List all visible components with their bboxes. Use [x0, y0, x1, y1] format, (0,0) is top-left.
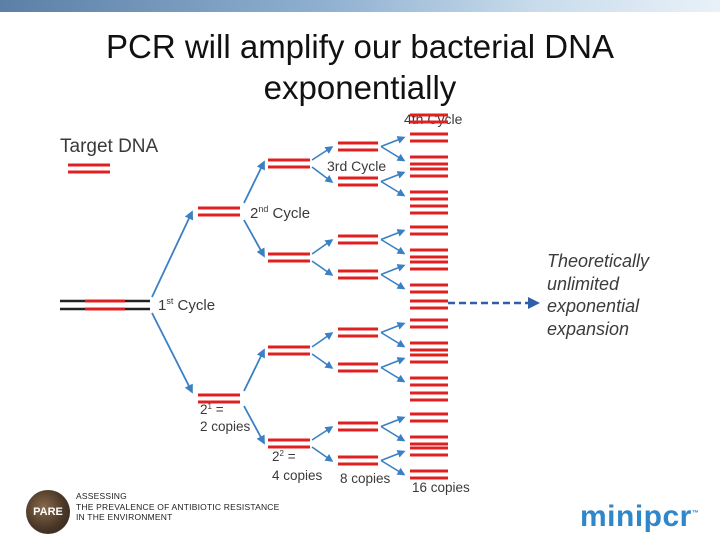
cycle-4-strand-pair	[410, 341, 448, 352]
target-dna-strands	[68, 163, 110, 174]
cycle-4-strand-pair	[410, 299, 448, 310]
copies-2-label: 2 copies	[200, 419, 251, 434]
minipcr-logo: minipcr™	[580, 500, 699, 534]
pare-tagline: ASSESSING THE PREVALENCE OF ANTIBIOTIC R…	[76, 491, 280, 523]
cycle-3-strand-pair	[338, 141, 378, 152]
cycle-4-arrow	[380, 459, 406, 476]
cycle-4-arrow	[380, 273, 406, 290]
minipcr-trademark: ™	[691, 510, 700, 517]
cycle-2-arrows	[243, 160, 265, 445]
copies-4-formula: 22 =	[272, 449, 296, 464]
cycle-4-strand-pair	[410, 469, 448, 480]
cycle-3-strand-pair	[338, 421, 378, 432]
pare-tagline-line-2: THE PREVALENCE OF ANTIBIOTIC RESISTANCE	[76, 501, 280, 512]
cycle-4-strand-pair	[410, 167, 448, 178]
cycle-4-strand-pair	[410, 376, 448, 387]
cycle-4-arrow	[380, 331, 406, 348]
cycle-4-strand-pair	[410, 260, 448, 271]
cycle-4-strand-pair	[410, 132, 448, 143]
cycle-3-label: 3rd Cycle	[327, 158, 386, 174]
pare-tagline-line-3: IN THE ENVIRONMENT	[76, 512, 173, 522]
cycle-4-arrow	[380, 416, 406, 428]
cycle-4-arrow	[380, 238, 406, 255]
note-line-4: expansion	[547, 318, 630, 339]
pare-logo: PARE	[26, 490, 70, 534]
cycle-4-strand-pair	[410, 225, 448, 236]
cycle-4-arrows	[380, 136, 406, 476]
cycle-4-arrow	[380, 450, 406, 462]
cycle-3-strand-pair	[338, 327, 378, 338]
cycle-3-strand-pair	[338, 269, 378, 280]
cycle-4-arrow	[380, 145, 406, 162]
cycle-3-strand-pair	[338, 234, 378, 245]
expansion-dashed-arrow	[448, 297, 540, 309]
cycle-4-products	[410, 113, 448, 480]
minipcr-logo-text: minipcr	[580, 500, 692, 533]
copies-8-label: 8 copies	[340, 471, 391, 486]
cycle-3-strand-pair	[338, 362, 378, 373]
slide-title-line-1: PCR will amplify our bacterial DNA	[106, 28, 614, 65]
cycle-4-arrow	[380, 180, 406, 197]
cycle-4-strand-pair	[410, 283, 448, 294]
cycle-1-label: 1st Cycle	[158, 296, 215, 314]
copies-16-label: 16 copies	[412, 480, 470, 495]
initial-template-strands	[60, 299, 150, 311]
cycle-4-strand-pair	[410, 353, 448, 364]
cycle-4-strand-pair	[410, 446, 448, 457]
cycle-4-arrow	[380, 229, 406, 241]
header-gradient-bar	[0, 0, 720, 12]
cycle-2-label: 2nd Cycle	[250, 204, 310, 222]
note-line-3: exponential	[547, 296, 640, 316]
pare-tagline-line-1: ASSESSING	[76, 491, 127, 501]
cycle-4-strand-pair	[410, 190, 448, 201]
slide-title: PCR will amplify our bacterial DNA expon…	[0, 26, 720, 108]
cycle-4-strand-pair	[410, 113, 448, 124]
target-dna-label: Target DNA	[60, 136, 159, 157]
cycle-4-strand-pair	[410, 391, 448, 402]
cycle-4-strand-pair	[410, 412, 448, 423]
exponential-expansion-note: Theoretically unlimited exponential expa…	[547, 250, 697, 340]
cycle-4-strand-pair	[410, 318, 448, 329]
cycle-2-products	[268, 158, 310, 449]
cycle-4-strand-pair	[410, 435, 448, 446]
copies-2-formula: 21 =	[200, 402, 224, 417]
cycle-4-label: 4th Cycle	[404, 111, 463, 127]
cycle-3-strand-pair	[338, 176, 378, 187]
cycle-4-arrow	[380, 136, 406, 148]
cycle-4-arrow	[380, 357, 406, 369]
pare-logo-text: PARE	[33, 506, 63, 518]
cycle-4-arrow	[380, 322, 406, 334]
cycle-3-arrows	[311, 146, 334, 462]
cycle-4-strand-pair	[410, 155, 448, 166]
cycle-4-arrow	[380, 425, 406, 442]
note-line-2: unlimited	[547, 273, 620, 294]
copies-4-label: 4 copies	[272, 468, 323, 483]
cycle-3-products	[338, 141, 378, 466]
cycle-4-strand-pair	[410, 204, 448, 215]
slide-title-line-2: exponentially	[263, 69, 457, 106]
cycle-1-arrows	[151, 210, 194, 394]
cycle-4-arrow	[380, 366, 406, 383]
note-line-1: Theoretically	[547, 251, 650, 271]
cycle-4-arrow	[380, 264, 406, 276]
cycle-3-strand-pair	[338, 455, 378, 466]
cycle-4-strand-pair	[410, 248, 448, 259]
cycle-4-arrow	[380, 171, 406, 183]
cycle-1-products	[198, 206, 240, 404]
